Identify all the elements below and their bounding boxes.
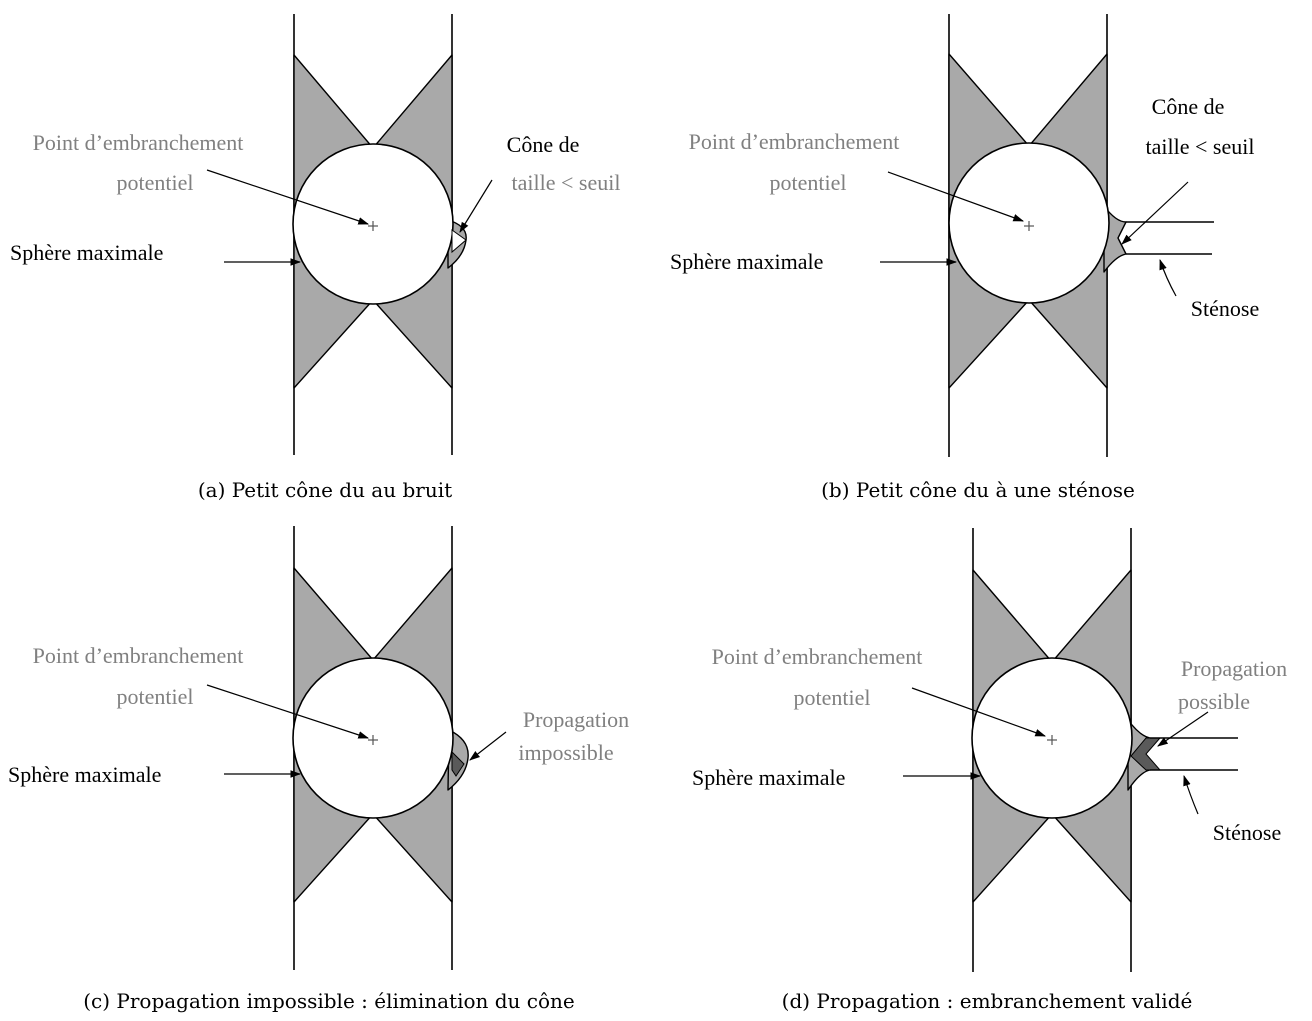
branch-point-label-2: potentiel [794,685,871,710]
branch-point-label-2: potentiel [117,684,194,709]
panel-c: Point d’embranchement potentiel Sphère m… [8,526,629,1013]
propagation-label: Propagation [1181,656,1287,681]
max-sphere-label: Sphère maximale [10,240,163,265]
max-sphere-label: Sphère maximale [670,249,823,274]
cone-arrow [459,179,493,233]
cone-label: Cône de [1152,94,1225,119]
cone-label-2: taille < seuil [512,170,621,195]
cone-label-2: taille < seuil [1146,134,1255,159]
panel-d: Point d’embranchement potentiel Sphère m… [692,528,1287,1013]
stenosis-arrow [1159,258,1177,297]
propagation-label: Propagation [523,707,629,732]
branch-point-arrow [206,169,370,225]
propagation-arrow [1157,711,1209,747]
panel-b: Point d’embranchement potentiel Sphère m… [670,14,1259,502]
stenosis-label: Sténose [1213,820,1281,845]
propagation-label-2: possible [1178,689,1250,714]
propagation-fill [1130,737,1162,771]
caption-c: (c) Propagation impossible : élimination… [83,989,575,1013]
propagation-fill [451,750,465,777]
cone-label: Cône de [507,132,580,157]
stenosis-arrow [1183,774,1199,815]
max-sphere-label: Sphère maximale [8,762,161,787]
branch-point-label: Point d’embranchement [33,130,244,155]
branch-point-label: Point d’embranchement [689,129,900,154]
max-sphere-label: Sphère maximale [692,765,845,790]
cone-gap [451,229,467,254]
branch-point-label-2: potentiel [770,170,847,195]
stenosis-label: Sténose [1191,296,1259,321]
branch-point-label-2: potentiel [117,170,194,195]
cone-arrow [1121,181,1189,245]
caption-b: (b) Petit cône du à une sténose [821,478,1135,502]
panel-a: Point d’embranchement potentiel Sphère m… [10,14,620,502]
branch-point-arrow [911,687,1047,737]
propagation-arrow [469,731,507,761]
branch-point-arrow [206,684,370,739]
branch-point-label: Point d’embranchement [712,644,923,669]
branch-point-arrow [887,171,1025,222]
caption-a: (a) Petit cône du au bruit [198,478,452,502]
caption-d: (d) Propagation : embranchement validé [782,989,1193,1013]
propagation-label-2: impossible [518,740,613,765]
branch-point-label: Point d’embranchement [33,643,244,668]
